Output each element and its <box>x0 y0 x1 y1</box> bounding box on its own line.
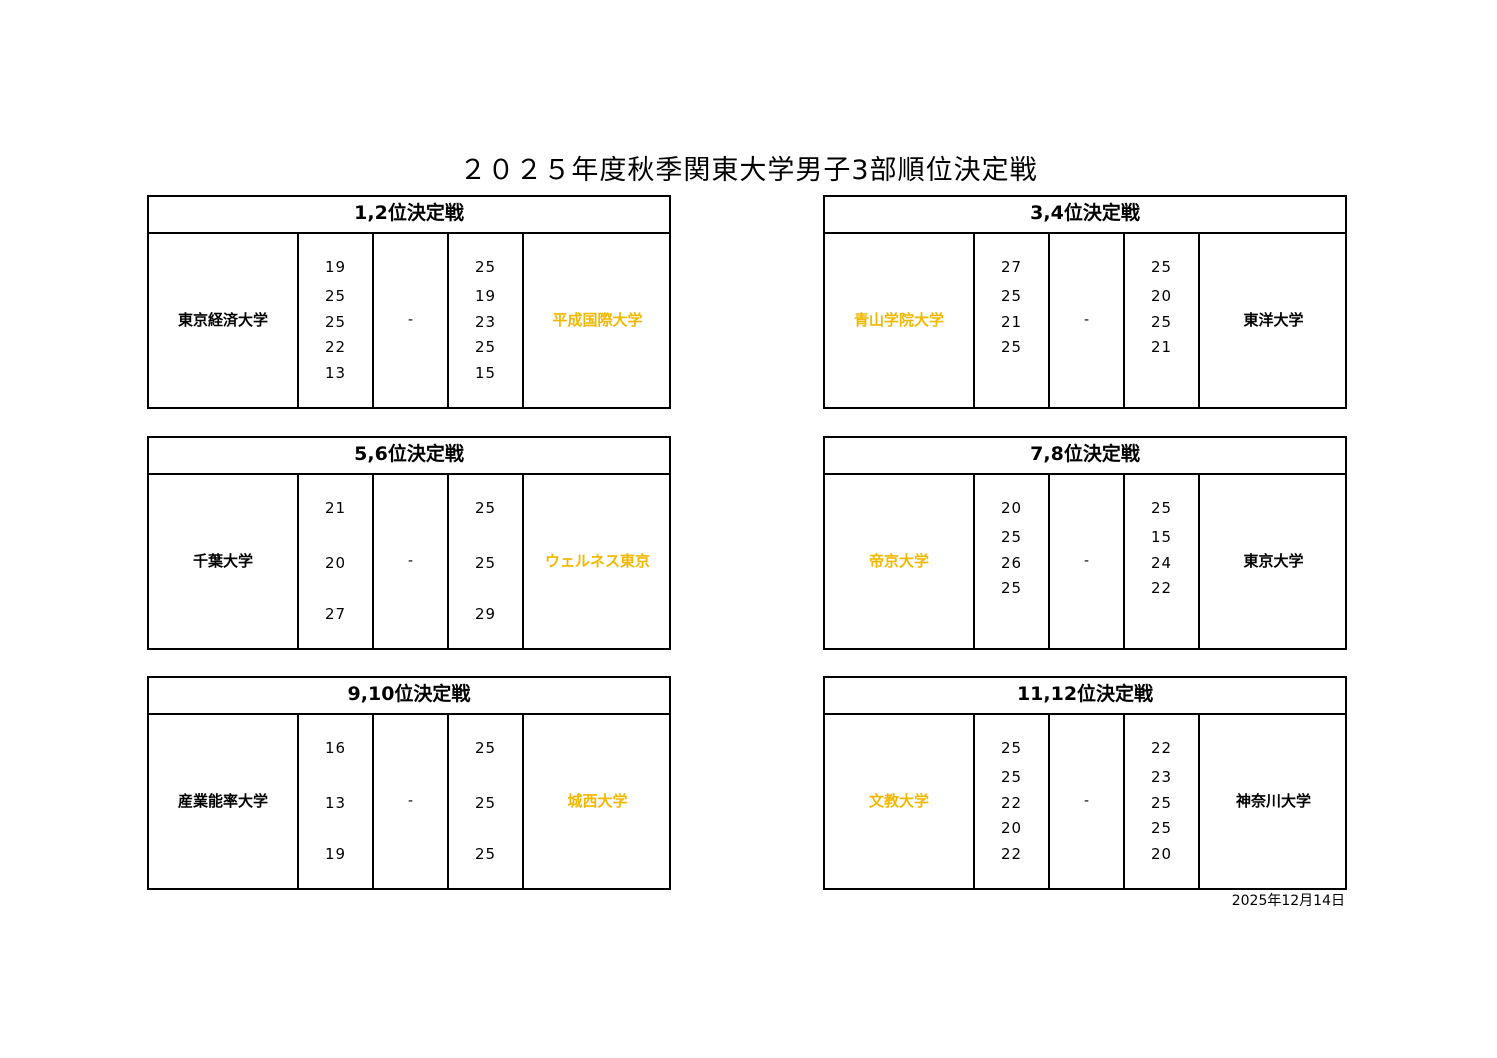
match-heading: 5,6位決定戦 <box>149 438 669 475</box>
set-score: 25 <box>1000 287 1023 305</box>
scores-right-cell: 25 15 24 22 <box>1125 473 1200 648</box>
scores-right-cell: 25 25 25 <box>449 713 524 888</box>
match-body: 東京経済大学 19 25 25 22 13 - 25 19 23 25 15 平成国際大学 <box>149 232 669 407</box>
match-table: 1,2位決定戦東京経済大学 19 25 25 22 13 - 25 19 23 25 15 平成国際大学 <box>147 195 671 409</box>
scores-left-cell: 16 13 19 <box>299 713 374 888</box>
set-score: 19 <box>324 845 347 863</box>
date-label: 2025年12月14日 <box>1231 893 1345 909</box>
set-score: 20 <box>1000 499 1023 517</box>
set-score: 27 <box>1000 258 1023 276</box>
match-heading: 3,4位決定戦 <box>825 197 1345 234</box>
set-score: 21 <box>1000 313 1023 331</box>
separator: - <box>374 713 449 888</box>
set-score: 25 <box>1150 258 1173 276</box>
set-score: 20 <box>324 554 347 572</box>
page-title: ２０２５年度秋季関東大学男子3部順位決定戦 <box>459 155 1038 186</box>
scores-left-cell: 19 25 25 22 13 <box>299 232 374 407</box>
scores-right-cell: 22 23 25 25 20 <box>1125 713 1200 888</box>
match-table: 3,4位決定戦青山学院大学 27 25 21 25 - 25 20 25 21 東洋大学 <box>823 195 1347 409</box>
set-score: 25 <box>474 845 497 863</box>
scores-left-cell: 20 25 26 25 <box>975 473 1050 648</box>
match-heading: 7,8位決定戦 <box>825 438 1345 475</box>
team-left: 産業能率大学 <box>149 713 299 888</box>
set-score: 27 <box>324 605 347 623</box>
set-score: 25 <box>1150 794 1173 812</box>
set-score: 22 <box>1150 739 1173 757</box>
scores-left-cell: 27 25 21 25 <box>975 232 1050 407</box>
set-score: 15 <box>474 364 497 382</box>
separator: - <box>374 473 449 648</box>
set-score: 15 <box>1150 528 1173 546</box>
set-score: 20 <box>1150 845 1173 863</box>
separator: - <box>1050 473 1125 648</box>
set-score: 25 <box>474 794 497 812</box>
match-heading: 1,2位決定戦 <box>149 197 669 234</box>
set-score: 19 <box>474 287 497 305</box>
set-score: 25 <box>1150 499 1173 517</box>
set-score: 25 <box>1000 768 1023 786</box>
set-score: 25 <box>1150 819 1173 837</box>
set-score: 25 <box>1000 739 1023 757</box>
scores-right-cell: 25 20 25 21 <box>1125 232 1200 407</box>
team-left: 文教大学 <box>825 713 975 888</box>
set-score: 16 <box>324 739 347 757</box>
match-body: 帝京大学 20 25 26 25 - 25 15 24 22 東京大学 <box>825 473 1345 648</box>
set-score: 21 <box>1150 338 1173 356</box>
set-score: 25 <box>474 258 497 276</box>
set-score: 26 <box>1000 554 1023 572</box>
set-score: 20 <box>1150 287 1173 305</box>
team-right: 東洋大学 <box>1243 311 1304 329</box>
set-score: 25 <box>474 338 497 356</box>
separator: - <box>1050 232 1125 407</box>
set-score: 13 <box>324 794 347 812</box>
set-score: 25 <box>324 313 347 331</box>
match-table: 5,6位決定戦千葉大学 21 20 27 - 25 25 29 ウェルネス東京 <box>147 436 671 650</box>
match-body: 千葉大学 21 20 27 - 25 25 29 ウェルネス東京 <box>149 473 669 648</box>
set-score: 21 <box>324 499 347 517</box>
set-score: 23 <box>474 313 497 331</box>
match-body: 青山学院大学 27 25 21 25 - 25 20 25 21 東洋大学 <box>825 232 1345 407</box>
match-table: 11,12位決定戦文教大学 25 25 22 20 22 - 22 23 25 25 20 神奈川大学 <box>823 676 1347 890</box>
set-score: 25 <box>1150 313 1173 331</box>
set-score: 29 <box>474 605 497 623</box>
set-score: 25 <box>1000 528 1023 546</box>
team-right: ウェルネス東京 <box>544 552 650 570</box>
set-score: 22 <box>1000 845 1023 863</box>
match-body: 文教大学 25 25 22 20 22 - 22 23 25 25 20 神奈川大学 <box>825 713 1345 888</box>
match-table: 7,8位決定戦帝京大学 20 25 26 25 - 25 15 24 22 東京大学 <box>823 436 1347 650</box>
match-heading: 9,10位決定戦 <box>149 678 669 715</box>
scores-left-cell: 25 25 22 20 22 <box>975 713 1050 888</box>
separator: - <box>1050 713 1125 888</box>
set-score: 13 <box>324 364 347 382</box>
set-score: 19 <box>324 258 347 276</box>
set-score: 20 <box>1000 819 1023 837</box>
scores-right-cell: 25 19 23 25 15 <box>449 232 524 407</box>
separator: - <box>374 232 449 407</box>
team-right: 城西大学 <box>567 792 628 810</box>
team-right: 東京大学 <box>1243 552 1304 570</box>
scores-left-cell: 21 20 27 <box>299 473 374 648</box>
match-body: 産業能率大学 16 13 19 - 25 25 25 城西大学 <box>149 713 669 888</box>
team-right: 平成国際大学 <box>552 311 643 329</box>
set-score: 23 <box>1150 768 1173 786</box>
team-right: 神奈川大学 <box>1235 792 1311 810</box>
set-score: 25 <box>324 287 347 305</box>
scores-right-cell: 25 25 29 <box>449 473 524 648</box>
team-left: 青山学院大学 <box>825 232 975 407</box>
match-table: 9,10位決定戦産業能率大学 16 13 19 - 25 25 25 城西大学 <box>147 676 671 890</box>
team-left: 千葉大学 <box>149 473 299 648</box>
set-score: 22 <box>324 338 347 356</box>
team-left: 東京経済大学 <box>149 232 299 407</box>
set-score: 22 <box>1150 579 1173 597</box>
team-left: 帝京大学 <box>825 473 975 648</box>
set-score: 22 <box>1000 794 1023 812</box>
set-score: 25 <box>1000 338 1023 356</box>
match-heading: 11,12位決定戦 <box>825 678 1345 715</box>
set-score: 25 <box>474 499 497 517</box>
set-score: 25 <box>1000 579 1023 597</box>
set-score: 25 <box>474 739 497 757</box>
set-score: 24 <box>1150 554 1173 572</box>
set-score: 25 <box>474 554 497 572</box>
